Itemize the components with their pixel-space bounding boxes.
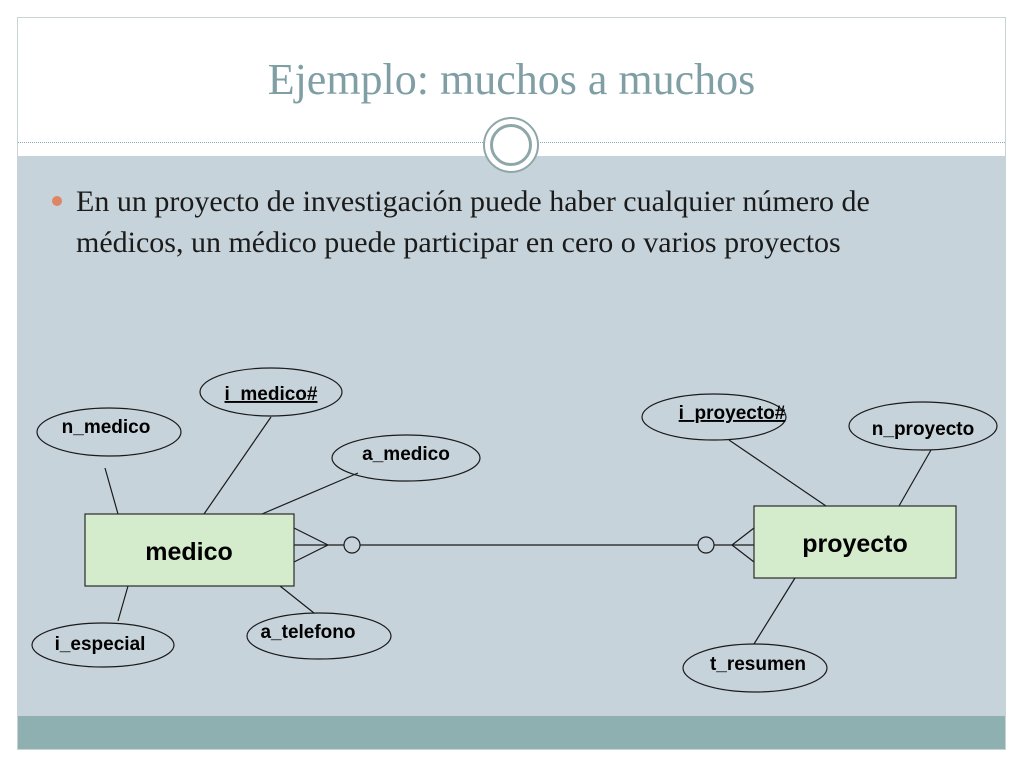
crowfoot-proyecto-lower xyxy=(731,544,755,563)
line-a-medico xyxy=(261,472,359,515)
crowfoot-medico-upper xyxy=(293,527,329,546)
attr-i-medico: i_medico# xyxy=(199,367,343,417)
line-i-proyecto xyxy=(728,439,827,507)
attr-n-medico-ellipse xyxy=(36,407,182,457)
attr-n-proyecto: n_proyecto xyxy=(848,401,998,451)
crowfoot-proyecto-upper xyxy=(731,527,755,546)
attr-a-medico-label: a_medico xyxy=(362,444,450,465)
attr-t-resumen-label: t_resumen xyxy=(710,654,806,675)
attr-i-medico-label: i_medico# xyxy=(225,384,318,405)
attr-a-telefono: a_telefono xyxy=(246,612,392,660)
entity-medico-box xyxy=(84,513,295,587)
attr-a-telefono-label: a_telefono xyxy=(260,622,355,643)
attr-i-proyecto-label: i_proyecto# xyxy=(679,403,786,424)
entity-proyecto-box xyxy=(753,505,957,579)
crowfoot-medico-lower xyxy=(293,544,329,563)
line-a-telefono xyxy=(279,585,315,614)
entity-medico-label: medico xyxy=(145,538,233,566)
line-i-especial xyxy=(117,585,129,622)
line-t-resumen xyxy=(753,577,796,645)
entity-medico: medico xyxy=(84,513,295,587)
attr-i-especial-ellipse xyxy=(31,622,175,668)
entity-proyecto-label: proyecto xyxy=(802,530,908,558)
attr-n-proyecto-label: n_proyecto xyxy=(872,419,974,440)
slide-content xyxy=(18,156,1005,716)
attr-i-proyecto-ellipse xyxy=(641,393,787,441)
line-n-medico xyxy=(104,467,119,515)
attr-i-especial: i_especial xyxy=(31,622,175,668)
attr-i-especial-label: i_especial xyxy=(55,634,146,655)
attr-i-proyecto: i_proyecto# xyxy=(641,393,787,441)
attr-a-medico: a_medico xyxy=(331,434,481,482)
slide-title: Ejemplo: muchos a muchos xyxy=(267,55,756,104)
attr-n-proyecto-ellipse xyxy=(848,401,998,451)
attr-i-medico-ellipse xyxy=(199,367,343,417)
bullet-text: En un proyecto de investigación puede ha… xyxy=(76,185,870,259)
zero-marker-proyecto xyxy=(697,536,715,554)
divider-circle-ornament xyxy=(483,117,539,173)
zero-marker-medico xyxy=(343,536,361,554)
line-i-medico xyxy=(203,416,272,515)
attr-a-telefono-ellipse xyxy=(246,612,392,660)
bullet-icon xyxy=(52,196,62,206)
entity-proyecto: proyecto xyxy=(753,505,957,579)
er-diagram: medico proyecto n_medico i_medico# a_med… xyxy=(31,367,998,693)
line-n-proyecto xyxy=(898,449,932,507)
attr-n-medico: n_medico xyxy=(36,407,182,457)
attr-t-resumen: t_resumen xyxy=(682,643,828,693)
slide: Ejemplo: muchos a muchos En un proyecto … xyxy=(17,17,1006,750)
attr-n-medico-label: n_medico xyxy=(62,417,151,438)
attr-t-resumen-ellipse xyxy=(682,643,828,693)
slide-footer-band xyxy=(18,716,1005,749)
attr-a-medico-ellipse xyxy=(331,434,481,482)
